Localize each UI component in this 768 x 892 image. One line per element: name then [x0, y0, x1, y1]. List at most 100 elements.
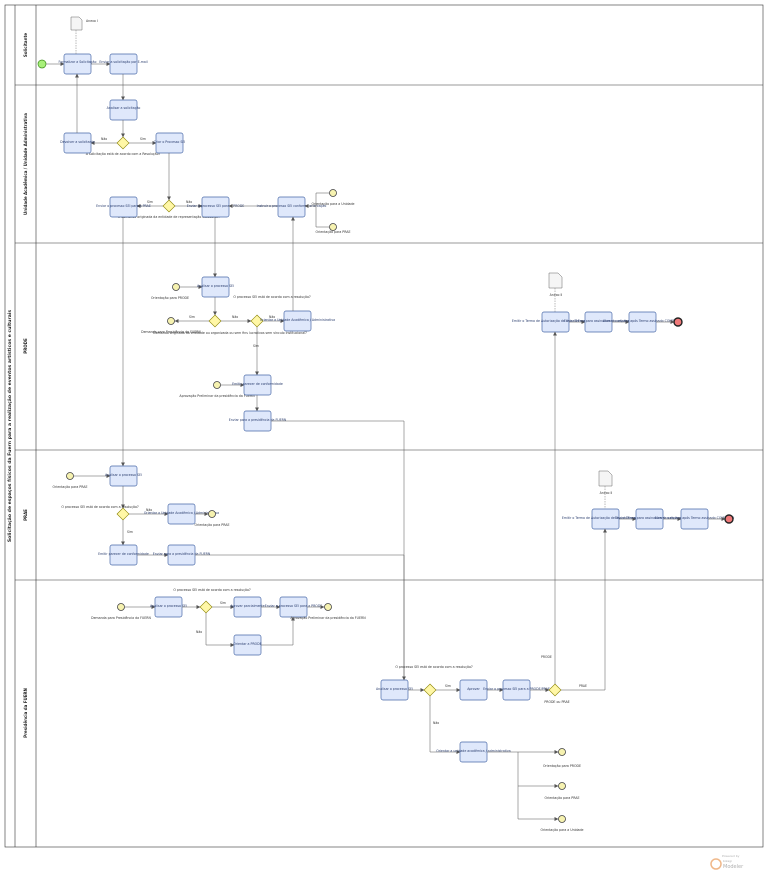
end-event — [724, 514, 734, 524]
task-label: Emitir parecer de conformidade — [98, 552, 149, 556]
edge-label-sim: Sim — [189, 315, 195, 319]
gateway-label: O processo SEI está de acordo com a reso… — [395, 665, 473, 669]
edge-label-sim: Sim — [147, 200, 153, 204]
intermediate-event — [558, 782, 566, 790]
task-label: Enviar para a presidência da FUERN — [153, 552, 211, 556]
edge-label-sim: Sim — [445, 684, 451, 688]
task-label: Enviar a solicitação por E-mail — [99, 60, 147, 64]
task-analisar-processo-sei[interactable] — [201, 276, 230, 298]
event-label: Aprovação Preliminar da presidência da F… — [179, 394, 255, 398]
task-label: Formalizar a Solicitação — [59, 60, 97, 64]
task-label: Analisar o processo SEI — [197, 284, 234, 288]
task-label: Orientar a PRODE — [233, 642, 261, 646]
event-label: Orientação para PRODE — [151, 296, 189, 300]
event-label: Orientação para PRAE — [544, 796, 579, 800]
task-label: Devolver a solicitante — [60, 140, 95, 144]
gateway-label: A demanda originada da entidade de repre… — [118, 215, 220, 219]
edge-label-prode: PRODE — [541, 655, 552, 659]
task-analisar-solicitacao[interactable] — [109, 99, 138, 121]
event-label: Demanda para Presidência da FUERN — [141, 330, 201, 334]
lane-label-prode: PRODE — [23, 338, 28, 354]
task-label: Aprovar parcialmente — [230, 604, 265, 608]
intermediate-event — [66, 472, 74, 480]
task-label: Enviar o processo SEI para a PRODE — [187, 204, 245, 208]
watermark-line2: Modeler — [723, 864, 744, 870]
task-label: Enviar o processo SEI para a PRAE — [96, 204, 151, 208]
intermediate-event — [117, 603, 125, 611]
edge-label-nao: Não — [196, 630, 202, 634]
event-label: Aprovação Preliminar da presidência da F… — [290, 616, 366, 620]
task-label: Analisar o processo SEI — [376, 687, 413, 691]
event-label: Orientação para a Unidade — [312, 202, 355, 206]
edge-label-prae: PRAE — [579, 684, 587, 688]
task-emitir-parecer[interactable] — [243, 374, 272, 396]
end-event — [673, 317, 683, 327]
intermediate-event — [167, 317, 175, 325]
task-label: Orientar a unidade acadêmica / administr… — [436, 749, 511, 753]
lane-label-presidencia: Presidência da FUERN — [23, 688, 28, 738]
task-label: Emitir parecer de conformidade — [232, 382, 283, 386]
task-label: Emitir o Termo de Autorização de Uso do … — [512, 319, 599, 323]
event-label: Orientação para PRAE — [194, 523, 229, 527]
task-formalizar-solicitacao[interactable] — [63, 53, 92, 75]
gateway-g5 — [116, 507, 130, 521]
task-label: Orientar a Unidade Acadêmica / Administr… — [144, 511, 219, 515]
gateway-g8 — [548, 683, 562, 697]
task-label: Orientar a Unidade Acadêmica / Administr… — [260, 318, 335, 322]
intermediate-event — [558, 748, 566, 756]
intermediate-event — [172, 283, 180, 291]
document-label: Anexo I — [86, 19, 98, 23]
task-criar-processo-sei[interactable] — [155, 132, 184, 154]
gateway-label: O processo SEI está de acordo com a reso… — [233, 295, 311, 299]
gateway-g2 — [162, 199, 176, 213]
watermark-brand: bizagi — [723, 859, 732, 863]
edge-label-sim: Sim — [140, 137, 146, 141]
gateway-label: Demanda originada da entidade ou organiz… — [153, 331, 307, 335]
edge-label-nao: Não — [146, 508, 152, 512]
lane-label-unidade: Unidade Acadêmica / Unidade Administrati… — [23, 113, 28, 215]
edge-label-nao: Não — [232, 315, 238, 319]
document-icon — [70, 16, 83, 31]
document-label: Anexo II — [550, 293, 563, 297]
event-label: Orientação para PRAE — [315, 230, 350, 234]
pool-title: Solicitação de espaços físicos da Fuern … — [6, 310, 13, 543]
gateway-label: O processo SEI está de acordo com a reso… — [173, 588, 251, 592]
watermark-line1: Powered by — [722, 854, 740, 858]
task-label: Analisar o processo SEI — [150, 604, 187, 608]
task-enviar-solicitacao-email[interactable] — [109, 53, 138, 75]
edge-label-nao: Não — [101, 137, 107, 141]
start-event — [37, 59, 47, 69]
edge-label-nao: Não — [269, 315, 275, 319]
task-devolver-solicitante[interactable] — [63, 132, 92, 154]
task-label: Enviar para a presidência da FUERN — [229, 418, 287, 422]
task-label: Enviar Termo para assinatura do solicita… — [564, 319, 633, 323]
intermediate-event — [558, 815, 566, 823]
event-label: Demanda para Presidência da FUERN — [91, 616, 151, 620]
document-label: Anexo II — [600, 491, 613, 495]
gateway-label: A solicitação está de acordo com a Resol… — [86, 152, 161, 156]
lane-label-prae: PRAE — [23, 509, 28, 521]
task-label: Emitir o Termo de Autorização de Uso do … — [562, 516, 649, 520]
task-analisar-processo-sei-prae[interactable] — [109, 465, 138, 487]
document-icon — [548, 272, 563, 289]
intermediate-event — [329, 223, 337, 231]
task-label: Criar o Processo SEI — [154, 140, 186, 144]
edge-label-nao: Não — [433, 721, 439, 725]
edge-label-sim: Sim — [253, 344, 259, 348]
event-label: Orientação para PRAE — [52, 485, 87, 489]
pool-frame — [4, 4, 764, 848]
gateway-g3 — [208, 314, 222, 328]
task-orientar-unidade[interactable] — [283, 310, 312, 332]
gateway-g6 — [199, 600, 213, 614]
task-label: Liberar o espaço após Termo assinado COM… — [655, 516, 735, 520]
document-icon — [598, 470, 613, 487]
task-label: Liberar o espaço após Termo assinado COM… — [603, 319, 683, 323]
task-enviar-sei-prae[interactable] — [109, 196, 138, 218]
lane-label-solicitante: Solicitante — [23, 33, 28, 57]
event-label: Orientação para a Unidade — [541, 828, 584, 832]
intermediate-event — [208, 510, 216, 518]
edge-label-sim: Sim — [127, 530, 133, 534]
gateway-g7 — [423, 683, 437, 697]
edge-label-nao: Não — [186, 200, 192, 204]
